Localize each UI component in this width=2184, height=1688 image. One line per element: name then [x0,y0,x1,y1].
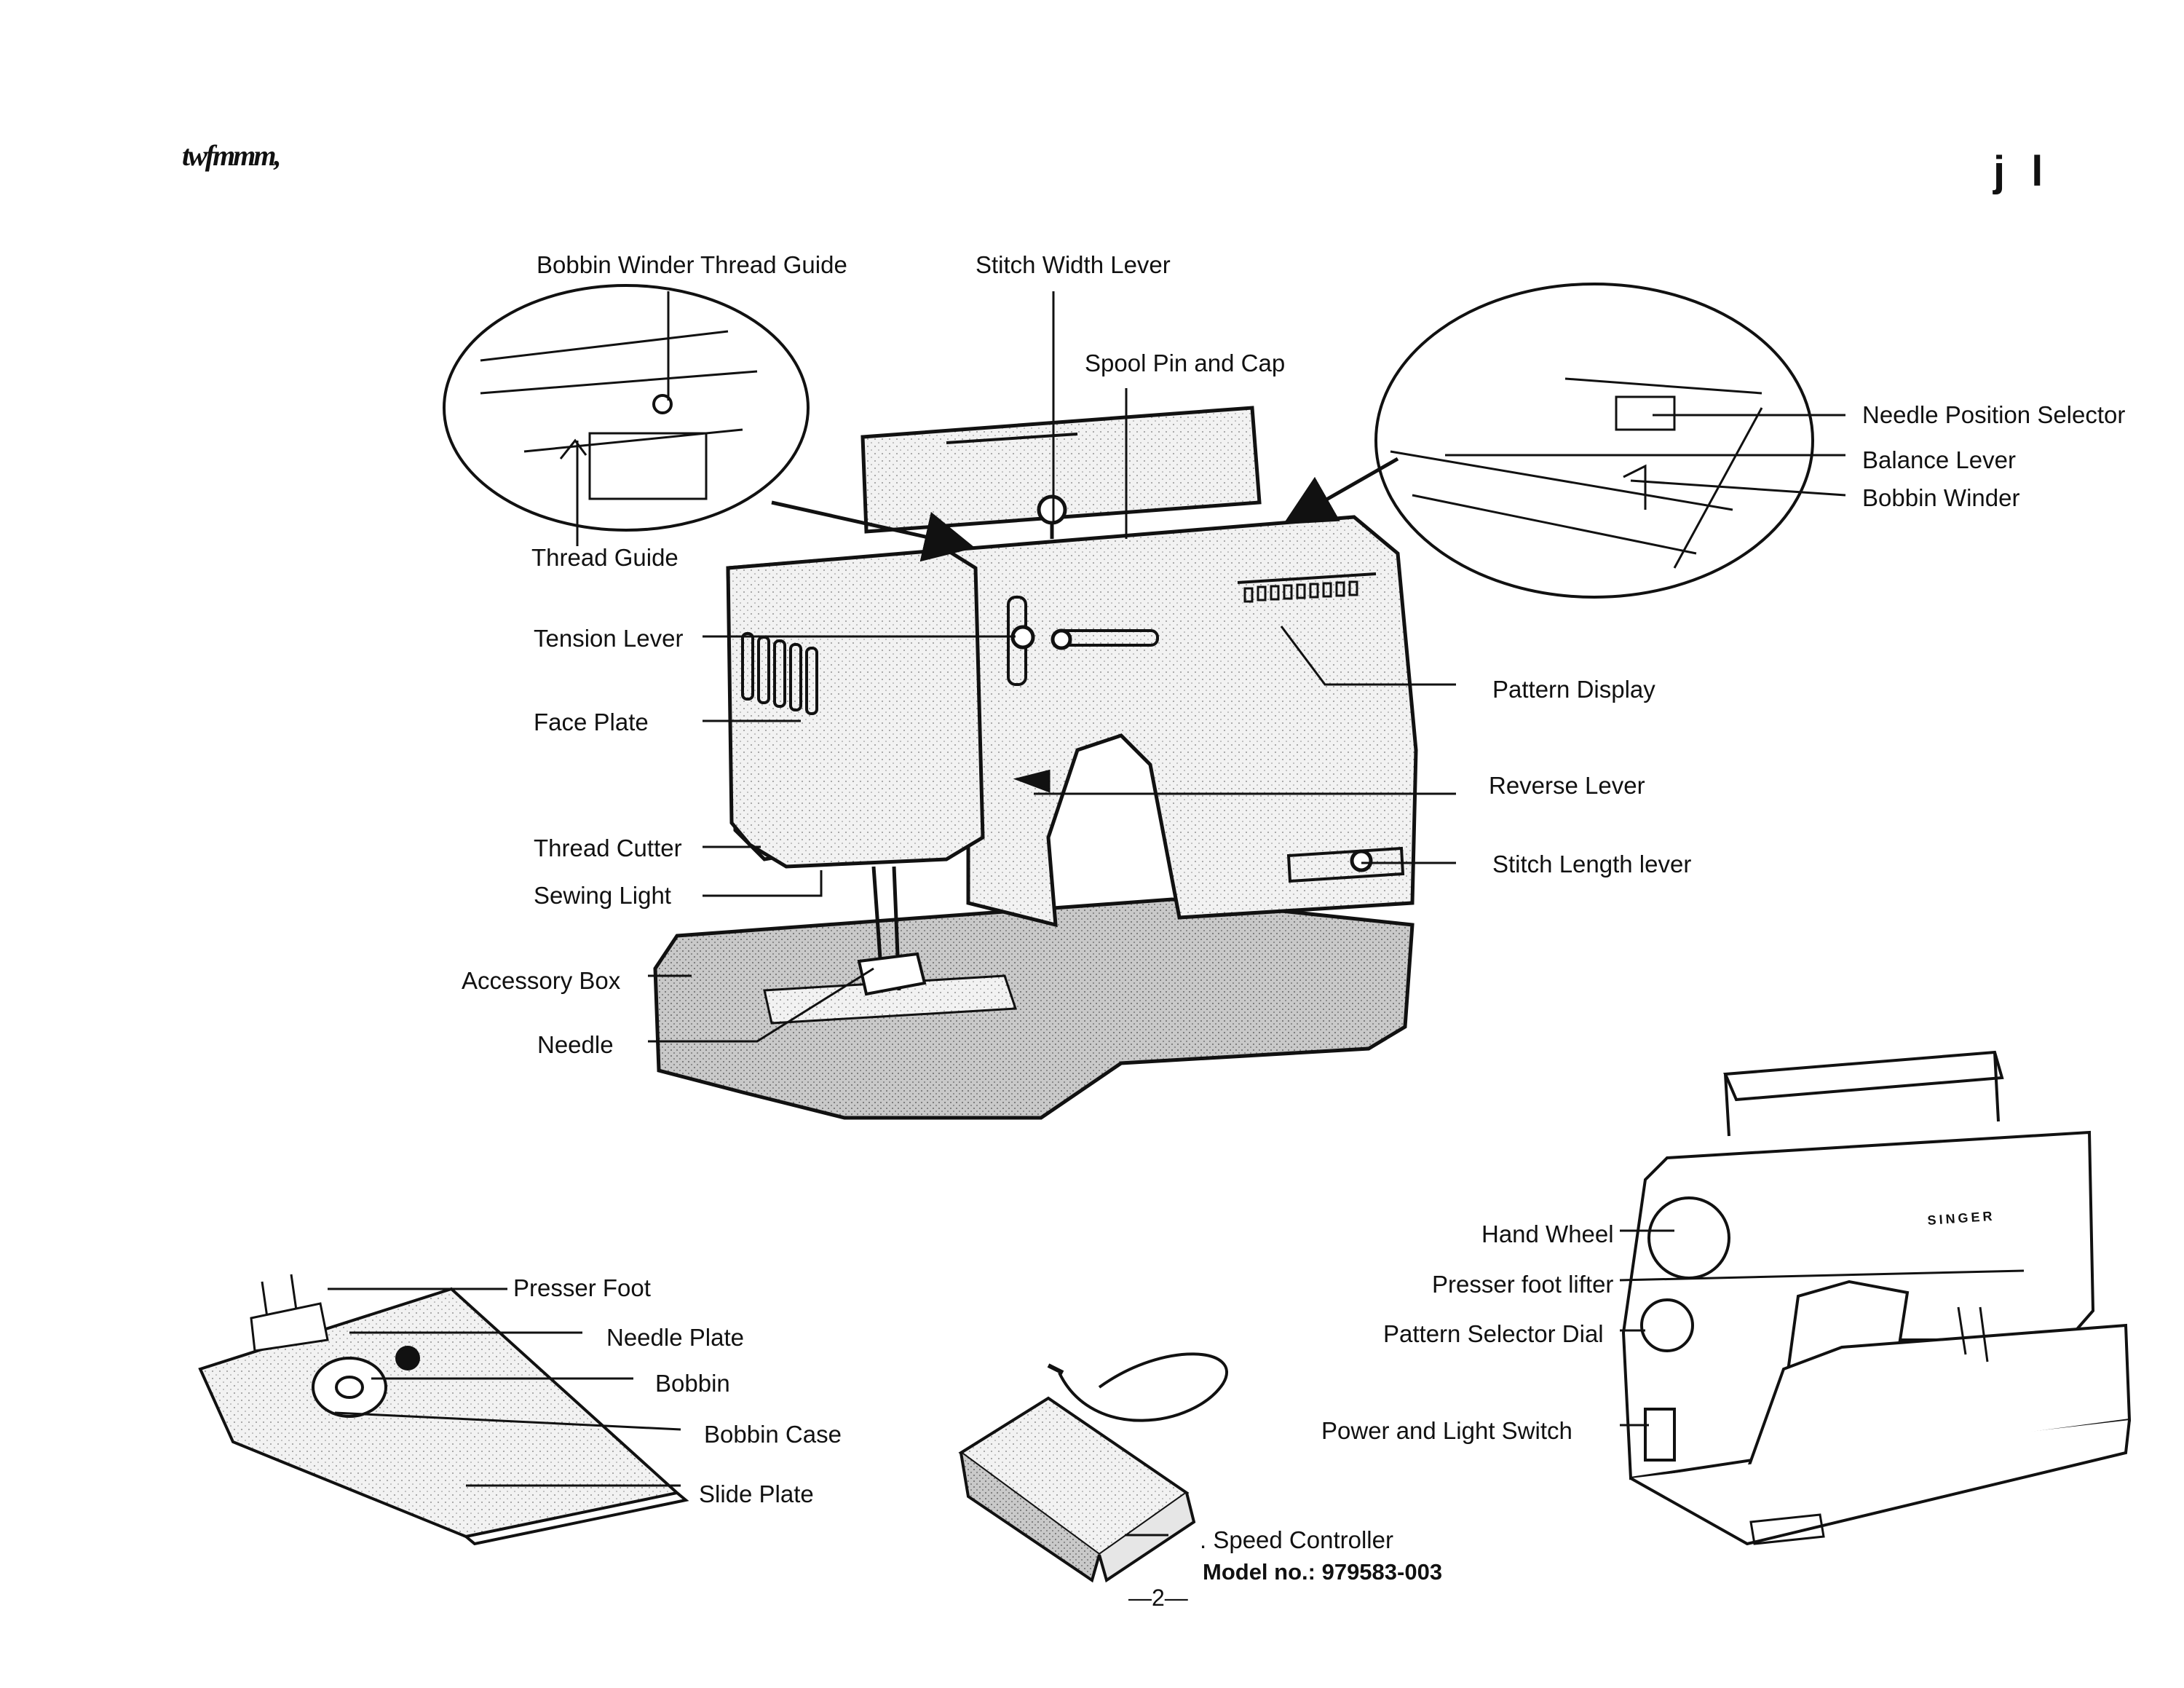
zoom-callout-right [1283,283,1814,599]
foot-controller [958,1352,1229,1583]
zoom-callout-left [443,284,976,562]
label-sewing-light: Sewing Light [534,882,671,909]
label-stitch-length-lever: Stitch Length lever [1492,851,1692,877]
needle-plate-detail [198,1274,689,1546]
page-number: —2— [1128,1585,1188,1611]
label-needle-position-selector: Needle Position Selector [1862,401,2126,428]
label-thread-cutter: Thread Cutter [534,835,682,861]
model-number: Model no.: 979583-003 [1203,1559,1443,1585]
label-reverse-lever: Reverse Lever [1489,772,1645,799]
leader-lines [328,291,2025,1537]
label-face-plate: Face Plate [534,709,649,735]
label-bobbin-winder: Bobbin Winder [1862,484,2020,511]
label-accessory-box: Accessory Box [462,967,621,994]
label-bobbin-case: Bobbin Case [704,1421,842,1448]
label-spool-pin-and-cap: Spool Pin and Cap [1085,350,1286,376]
label-pattern-selector-dial: Pattern Selector Dial [1383,1320,1604,1347]
label-bobbin: Bobbin [655,1370,730,1397]
label-presser-foot-lifter: Presser foot lifter [1432,1271,1614,1298]
label-hand-wheel: Hand Wheel [1481,1220,1614,1247]
machine-base [653,897,1415,1120]
label-thread-guide: Thread Guide [531,544,678,571]
front-head [726,548,985,869]
label-tension-lever: Tension Lever [534,625,684,652]
label-presser-foot: Presser Foot [513,1274,651,1301]
label-needle: Needle [537,1031,614,1058]
corner-mark-left: twfmmm, [182,139,281,172]
top-cover-lid [860,406,1262,534]
rear-view-machine [1621,1050,2132,1546]
label-speed-controller: . Speed Controller [1200,1526,1393,1553]
main-machine [653,406,1418,1120]
label-stitch-width-lever: Stitch Width Lever [976,251,1171,278]
label-needle-plate: Needle Plate [606,1324,744,1351]
label-bobbin-winder-thread-guide: Bobbin Winder Thread Guide [537,251,847,278]
label-balance-lever: Balance Lever [1862,446,2016,473]
presser-foot-main [857,952,927,996]
corner-mark-right: j l [1993,148,2051,195]
label-power-and-light-switch: Power and Light Switch [1321,1417,1572,1444]
label-slide-plate: Slide Plate [699,1480,814,1507]
label-pattern-display: Pattern Display [1492,676,1655,703]
